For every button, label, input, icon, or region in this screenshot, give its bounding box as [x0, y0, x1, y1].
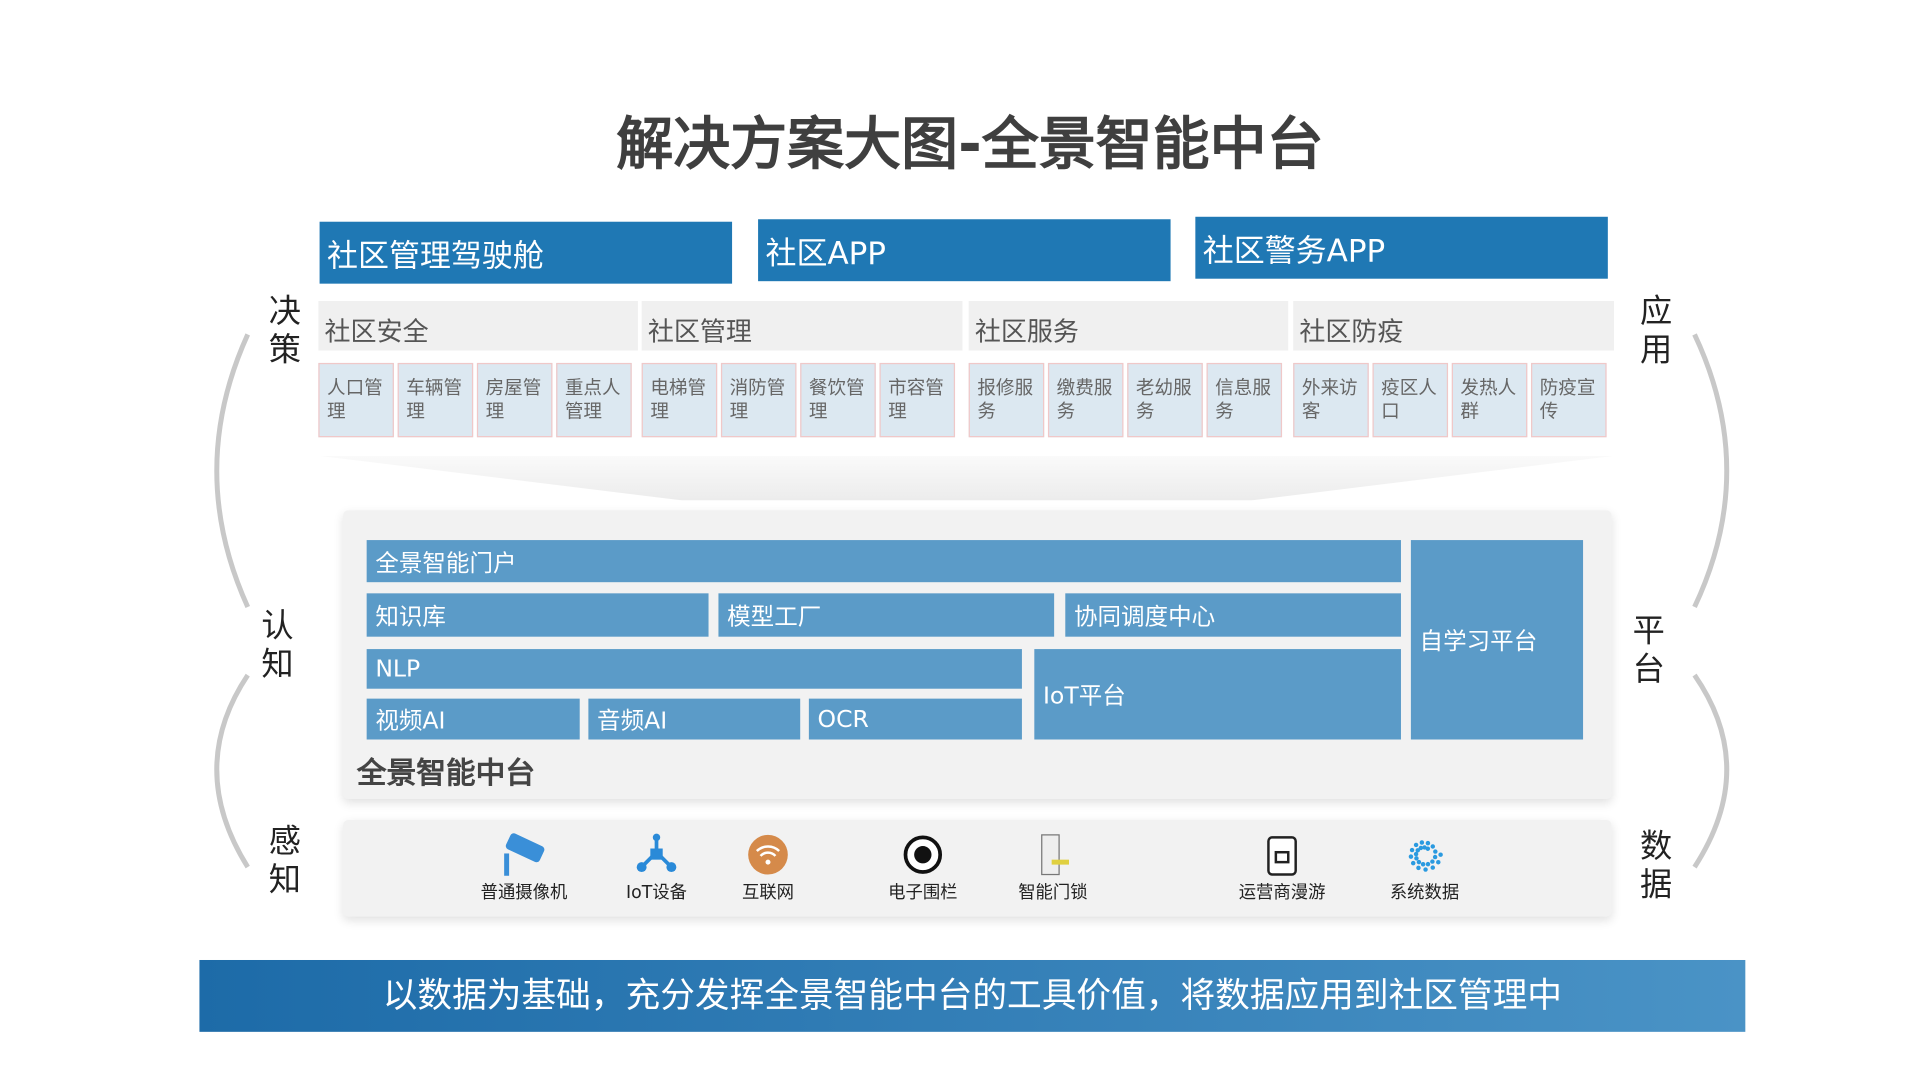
category-item[interactable]: 缴费服务	[1047, 362, 1124, 438]
portal-block: 全景智能门户	[366, 540, 1401, 583]
side-label-cognition: 认知	[261, 608, 294, 684]
platform-label: 全景智能中台	[356, 755, 536, 791]
model-factory-block: 模型工厂	[718, 593, 1055, 637]
wifi-icon	[712, 830, 823, 880]
category-header: 社区管理	[641, 301, 963, 351]
nlp-block: NLP	[366, 649, 1022, 689]
sensing-source: 普通摄像机	[468, 830, 579, 904]
geofence-icon	[867, 830, 978, 880]
iot-device-icon	[601, 830, 712, 880]
sensing-label: IoT设备	[626, 883, 688, 904]
dispatch-block: 协同调度中心	[1065, 593, 1401, 637]
category-item[interactable]: 发热人群	[1451, 362, 1528, 438]
sensing-source: 互联网	[712, 830, 823, 904]
category-item[interactable]: 电梯管理	[641, 362, 718, 438]
iot-platform-block: IoT平台	[1034, 649, 1401, 740]
category-item[interactable]: 车辆管理	[397, 362, 474, 438]
arc-right-top	[1692, 333, 1730, 609]
category-item[interactable]: 老幼服务	[1127, 362, 1203, 438]
category-item[interactable]: 餐饮管理	[800, 362, 876, 438]
audio-ai-block: 音频AI	[588, 698, 801, 740]
sensing-panel	[343, 820, 1612, 917]
arc-left-bottom	[214, 673, 250, 869]
side-label-decision: 决策	[268, 293, 302, 370]
sensing-label: 电子围栏	[888, 883, 958, 904]
sensing-source: 运营商漫游	[1226, 830, 1337, 904]
sensing-label: 智能门锁	[1018, 883, 1088, 904]
video-ai-block: 视频AI	[366, 698, 580, 740]
ocr-block: OCR	[808, 698, 1022, 740]
sensing-label: 普通摄像机	[480, 883, 568, 904]
sensing-source: 系统数据	[1369, 830, 1480, 904]
sensing-label: 系统数据	[1389, 883, 1460, 904]
side-label-platform: 平台	[1632, 613, 1665, 689]
category-item[interactable]: 市容管理	[879, 362, 956, 438]
sensing-source: 智能门锁	[997, 830, 1108, 904]
category-header: 社区服务	[968, 301, 1289, 351]
arc-right-bottom	[1692, 673, 1730, 869]
sensing-label: 互联网	[741, 883, 795, 904]
page-title: 解决方案大图-全景智能中台	[616, 110, 1324, 178]
category-item[interactable]: 消防管理	[720, 362, 797, 438]
category-header: 社区防疫	[1293, 301, 1615, 351]
category-item[interactable]: 报修服务	[968, 362, 1045, 438]
system-data-icon	[1369, 830, 1480, 880]
app-dashboard[interactable]: 社区管理驾驶舱	[319, 221, 733, 284]
summary-banner: 以数据为基础，充分发挥全景智能中台的工具价值，将数据应用到社区管理中	[199, 959, 1746, 1032]
category-item[interactable]: 人口管理	[318, 362, 394, 438]
category-header: 社区安全	[318, 301, 638, 351]
side-label-perception: 感知	[268, 823, 302, 900]
arc-left-top	[214, 333, 250, 608]
self-learning-block: 自学习平台	[1410, 540, 1584, 740]
knowledge-block: 知识库	[366, 593, 709, 637]
sim-card-icon	[1226, 830, 1337, 880]
camera-icon	[468, 830, 579, 880]
category-item[interactable]: 疫区人口	[1372, 362, 1449, 438]
category-item[interactable]: 外来访客	[1293, 362, 1369, 438]
side-label-application: 应用	[1640, 293, 1673, 370]
sensing-label: 运营商漫游	[1238, 883, 1326, 904]
smart-lock-icon	[997, 830, 1108, 880]
category-item[interactable]: 防疫宣传	[1531, 362, 1607, 438]
category-item[interactable]: 房屋管理	[476, 362, 553, 438]
app-community[interactable]: 社区APP	[758, 219, 1171, 282]
category-item[interactable]: 重点人管理	[556, 362, 632, 438]
app-police[interactable]: 社区警务APP	[1195, 216, 1608, 279]
sensing-source: 电子围栏	[867, 830, 978, 904]
category-item[interactable]: 信息服务	[1206, 362, 1283, 438]
side-label-data: 数据	[1640, 828, 1673, 905]
sensing-source: IoT设备	[601, 830, 712, 904]
